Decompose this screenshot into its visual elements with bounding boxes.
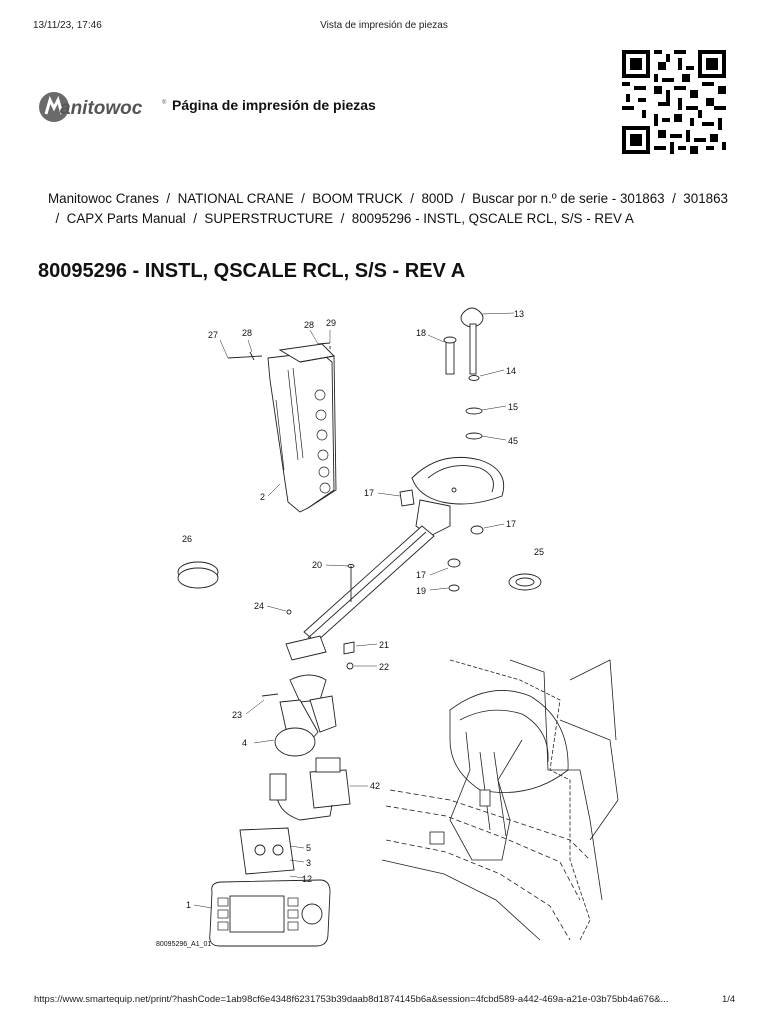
- callout-label: 15: [508, 402, 518, 412]
- breadcrumb-separator: /: [410, 191, 415, 206]
- breadcrumb-separator: /: [340, 211, 345, 226]
- callout-label: 22: [379, 662, 389, 672]
- breadcrumb-item[interactable]: NATIONAL CRANE: [177, 191, 294, 206]
- breadcrumb: Manitowoc Cranes / NATIONAL CRANE / BOOM…: [48, 189, 738, 229]
- callout-label: 28: [304, 320, 314, 330]
- callout-label: 29: [326, 318, 336, 328]
- breadcrumb-separator: /: [672, 191, 676, 206]
- print-window-title: Vista de impresión de piezas: [320, 20, 448, 31]
- callout-label: 24: [254, 601, 264, 611]
- callout-label: 12: [302, 874, 312, 884]
- callout-label: 28: [242, 328, 252, 338]
- breadcrumb-item[interactable]: SUPERSTRUCTURE: [204, 211, 334, 226]
- callout-label: 13: [514, 309, 524, 319]
- breadcrumb-item[interactable]: BOOM TRUCK: [312, 191, 403, 206]
- svg-text:®: ®: [162, 99, 167, 106]
- breadcrumb-item[interactable]: 800D: [421, 191, 454, 206]
- page-heading: Página de impresión de piezas: [172, 97, 376, 113]
- breadcrumb-separator: /: [460, 191, 465, 206]
- qr-code: [622, 50, 726, 154]
- callout-label: 17: [416, 570, 426, 580]
- part-controller-box: [267, 343, 337, 513]
- callout-label: 4: [242, 738, 247, 748]
- breadcrumb-separator: /: [166, 191, 171, 206]
- callout-label: 18: [416, 328, 426, 338]
- footer-url: https://www.smartequip.net/print/?hashCo…: [34, 994, 669, 1005]
- callout-label: 23: [232, 710, 242, 720]
- callout-label: 5: [306, 843, 311, 853]
- callout-label: 26: [182, 534, 192, 544]
- breadcrumb-separator: /: [55, 211, 60, 226]
- breadcrumb-item[interactable]: 80095296 - INSTL, QSCALE RCL, S/S - REV …: [351, 211, 634, 226]
- callout-label: 17: [364, 488, 374, 498]
- callout-label: 27: [208, 330, 218, 340]
- part-superstructure: [381, 659, 619, 941]
- callout-label: 14: [506, 366, 516, 376]
- print-datetime: 13/11/23, 17:46: [33, 20, 102, 31]
- page-title: 80095296 - INSTL, QSCALE RCL, S/S - REV …: [38, 260, 466, 282]
- callout-label: 3: [306, 858, 311, 868]
- callout-label: 25: [534, 547, 544, 557]
- breadcrumb-item[interactable]: 301863: [683, 191, 728, 206]
- callout-labels: 27 28 28 29 18 13 14 15 45 2 17 17 26 20…: [156, 309, 544, 948]
- callout-label: 21: [379, 640, 389, 650]
- svg-text:anitowoc: anitowoc: [60, 98, 143, 119]
- callout-label: 42: [370, 781, 380, 791]
- manitowoc-logo: anitowoc ®: [39, 92, 167, 122]
- diagram-reference: 80095296_A1_01: [156, 941, 211, 948]
- callout-label: 45: [508, 436, 518, 446]
- callout-label: 1: [186, 900, 191, 910]
- footer-page-number: 1/4: [722, 994, 736, 1005]
- breadcrumb-separator: /: [301, 191, 305, 206]
- callout-label: 2: [260, 492, 265, 502]
- breadcrumb-item[interactable]: Buscar por n.º de serie - 301863: [472, 191, 665, 206]
- callout-label: 19: [416, 586, 426, 596]
- callout-label: 17: [506, 519, 516, 529]
- parts-diagram: 27 28 28 29 18 13 14 15 45 2 17 17 26 20…: [156, 307, 619, 948]
- callout-label: 20: [312, 560, 322, 570]
- breadcrumb-item[interactable]: CAPX Parts Manual: [66, 211, 186, 226]
- breadcrumb-separator: /: [193, 211, 197, 226]
- breadcrumb-item[interactable]: Manitowoc Cranes: [48, 191, 159, 206]
